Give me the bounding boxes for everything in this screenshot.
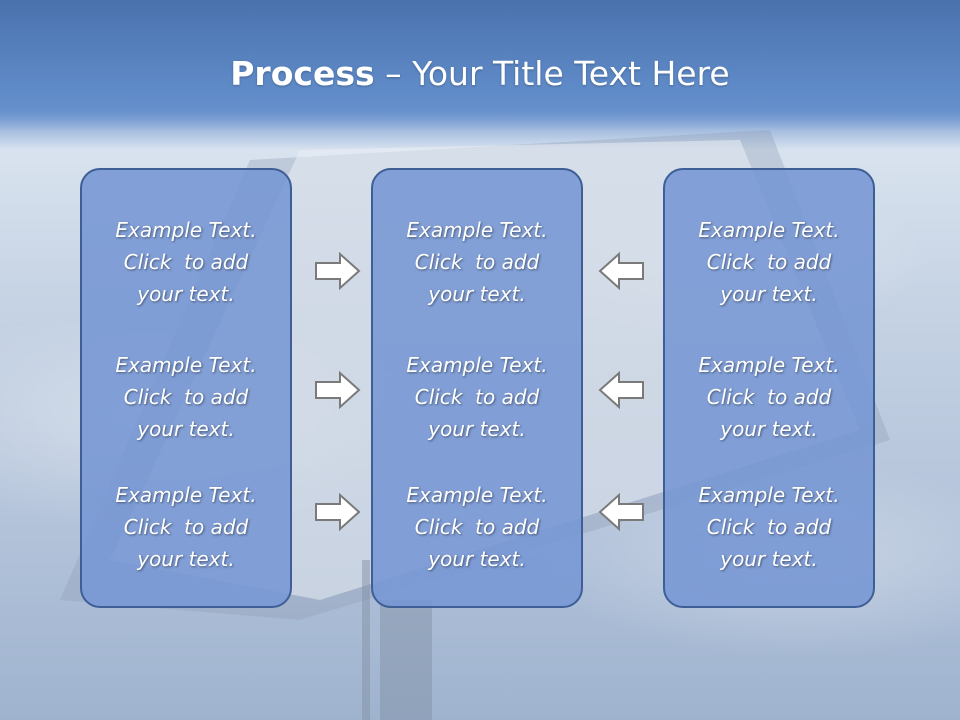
- text-line: your text.: [137, 417, 235, 441]
- text-line: Click to add: [123, 515, 249, 539]
- text-block[interactable]: Example Text. Click to add your text.: [82, 479, 290, 575]
- text-line: Example Text.: [115, 218, 257, 242]
- text-block[interactable]: Example Text. Click to add your text.: [665, 214, 873, 310]
- text-line: Example Text.: [698, 353, 840, 377]
- text-line: Example Text.: [406, 218, 548, 242]
- text-line: Click to add: [414, 385, 540, 409]
- text-box-center[interactable]: Example Text. Click to add your text. Ex…: [371, 168, 583, 608]
- title-bold-text: Process: [230, 54, 375, 93]
- arrow-right-icon[interactable]: [314, 492, 362, 532]
- text-line: Example Text.: [406, 353, 548, 377]
- text-line: your text.: [720, 417, 818, 441]
- title-rest-text: – Your Title Text Here: [374, 54, 730, 93]
- slide-title[interactable]: Process – Your Title Text Here: [0, 52, 960, 96]
- text-block[interactable]: Example Text. Click to add your text.: [373, 479, 581, 575]
- text-line: Example Text.: [115, 483, 257, 507]
- text-line: Click to add: [414, 250, 540, 274]
- arrow-left-icon[interactable]: [597, 370, 645, 410]
- text-block[interactable]: Example Text. Click to add your text.: [373, 349, 581, 445]
- text-line: Example Text.: [406, 483, 548, 507]
- text-line: your text.: [428, 282, 526, 306]
- text-block[interactable]: Example Text. Click to add your text.: [665, 479, 873, 575]
- text-box-right[interactable]: Example Text. Click to add your text. Ex…: [663, 168, 875, 608]
- text-line: Click to add: [123, 250, 249, 274]
- text-line: your text.: [428, 547, 526, 571]
- text-line: Click to add: [706, 515, 832, 539]
- text-line: Click to add: [706, 385, 832, 409]
- text-line: your text.: [137, 547, 235, 571]
- text-block[interactable]: Example Text. Click to add your text.: [373, 214, 581, 310]
- text-box-left[interactable]: Example Text. Click to add your text. Ex…: [80, 168, 292, 608]
- text-block[interactable]: Example Text. Click to add your text.: [82, 214, 290, 310]
- text-line: Click to add: [414, 515, 540, 539]
- text-line: Click to add: [123, 385, 249, 409]
- text-line: your text.: [720, 282, 818, 306]
- text-line: Example Text.: [698, 218, 840, 242]
- text-line: your text.: [428, 417, 526, 441]
- text-line: your text.: [720, 547, 818, 571]
- text-block[interactable]: Example Text. Click to add your text.: [82, 349, 290, 445]
- text-block[interactable]: Example Text. Click to add your text.: [665, 349, 873, 445]
- arrow-right-icon[interactable]: [314, 370, 362, 410]
- text-line: Click to add: [706, 250, 832, 274]
- text-line: Example Text.: [698, 483, 840, 507]
- arrow-left-icon[interactable]: [597, 492, 645, 532]
- arrow-right-icon[interactable]: [314, 251, 362, 291]
- arrow-left-icon[interactable]: [597, 251, 645, 291]
- text-line: your text.: [137, 282, 235, 306]
- title-band: [0, 0, 960, 130]
- text-line: Example Text.: [115, 353, 257, 377]
